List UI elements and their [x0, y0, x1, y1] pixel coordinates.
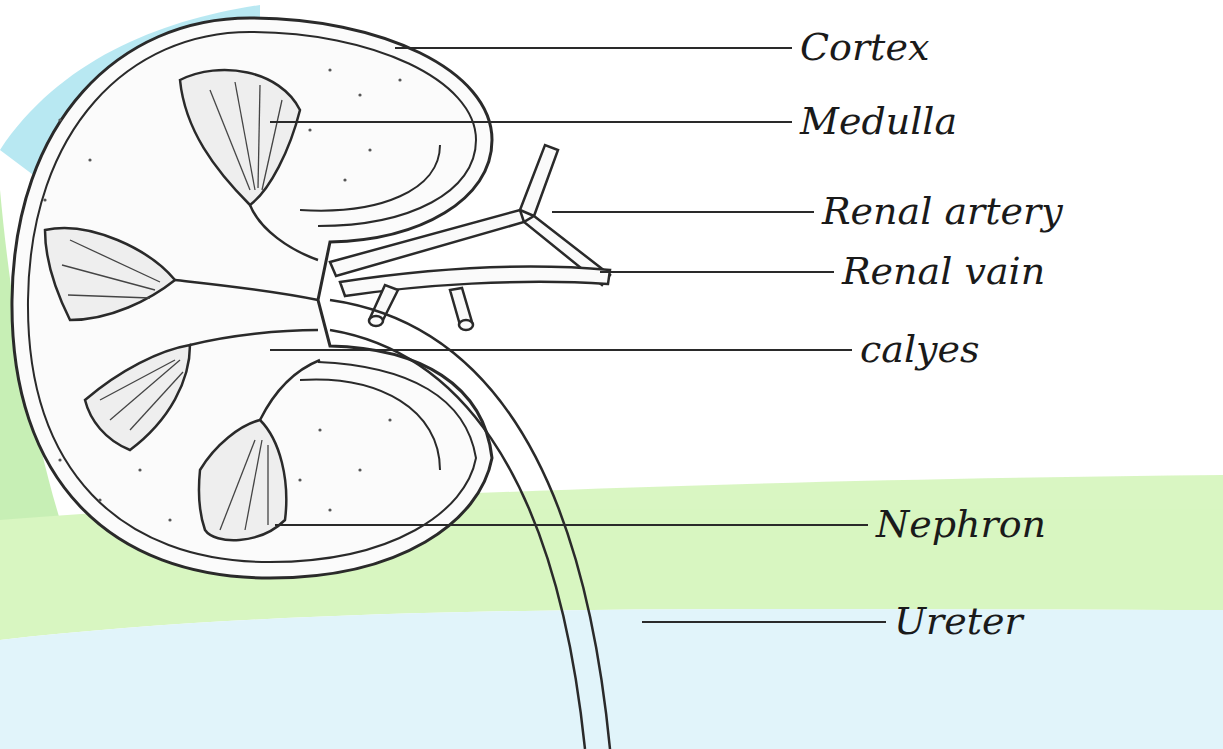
part-label: Renal artery: [822, 191, 1063, 233]
medulla-pyramids: [45, 70, 300, 540]
calyces: [175, 205, 320, 420]
part-label: Nephron: [876, 504, 1046, 546]
part-label: Ureter: [894, 601, 1023, 643]
renal-vessels: [330, 145, 610, 330]
watermark-shapes: [0, 5, 1223, 749]
kidney-outline: [12, 18, 492, 578]
pyramid-striations: [62, 82, 282, 530]
part-label: Renal vain: [842, 251, 1045, 293]
part-label: calyes: [860, 329, 980, 371]
part-label: Medulla: [800, 101, 957, 143]
part-label: Cortex: [800, 27, 929, 69]
leader-lines: [270, 48, 886, 622]
